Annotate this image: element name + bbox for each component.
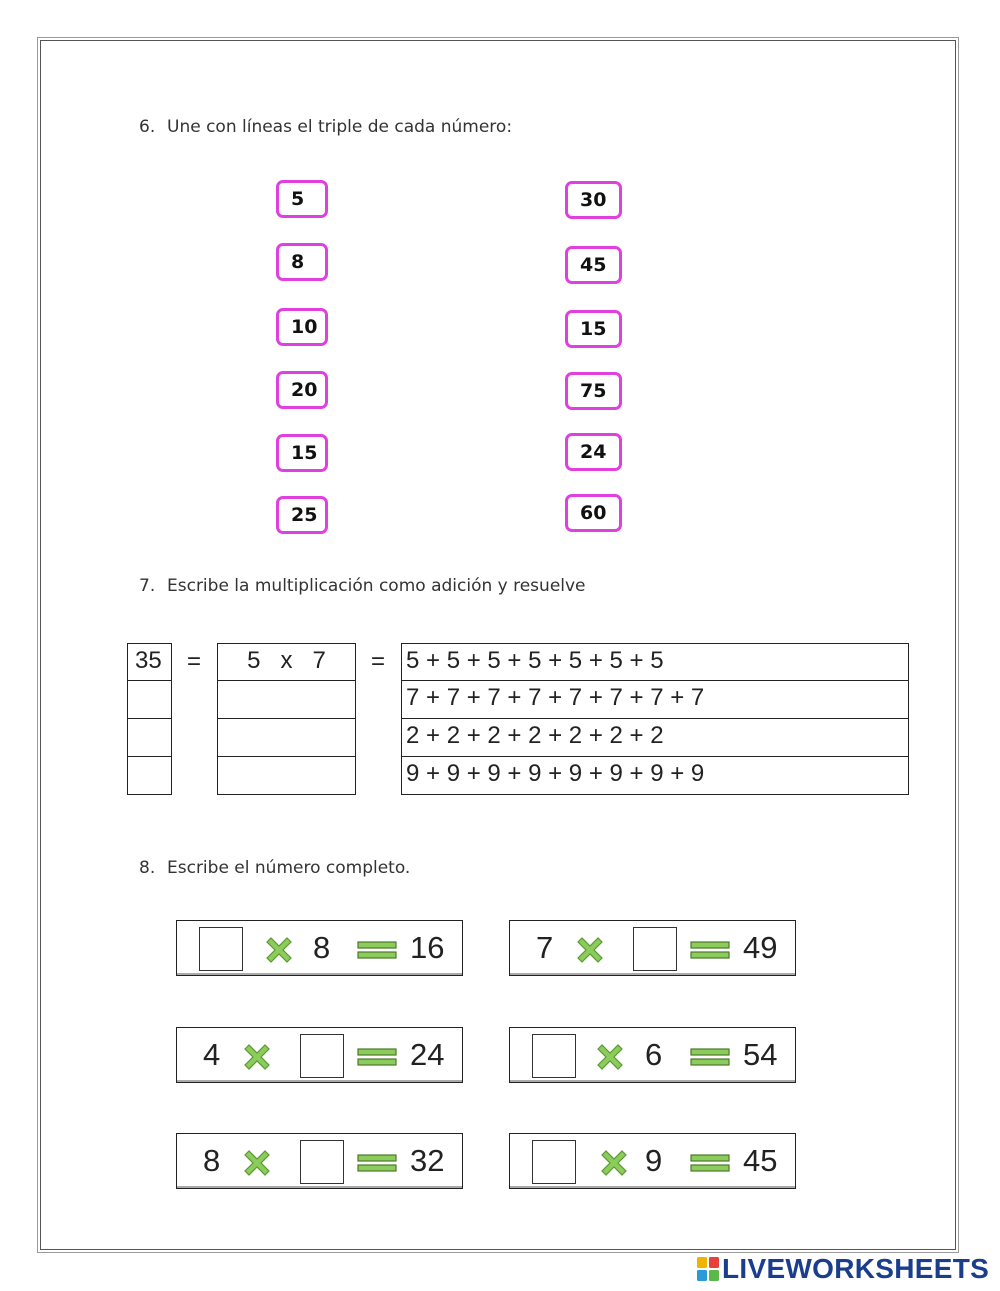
result-input[interactable] [127,718,172,757]
equals-sign: = [187,648,202,675]
product: 32 [410,1143,445,1178]
question-6-text: Une con líneas el triple de cada número: [167,117,513,137]
product: 16 [410,930,445,965]
green-x-icon [597,1044,623,1070]
question-8-title: 8. Escribe el número completo. [139,858,410,878]
right-number-box[interactable]: 45 [565,246,622,284]
equation-box: 9 45 [509,1133,796,1189]
left-number-box[interactable]: 10 [276,308,328,346]
result-cell: 35 [127,643,172,681]
left-number-box[interactable]: 25 [276,496,328,534]
left-number-box[interactable]: 5 [276,180,328,218]
green-equals-icon [690,1048,730,1066]
green-x-icon [266,937,292,963]
green-equals-icon [357,1048,397,1066]
product: 45 [743,1143,778,1178]
green-equals-icon [690,941,730,959]
result-input[interactable] [127,756,172,795]
addition-cell: 7 + 7 + 7 + 7 + 7 + 7 + 7 + 7 [401,680,909,719]
multiplication-input[interactable] [217,756,356,795]
equation-box: 7 49 [509,920,796,976]
right-number-box[interactable]: 24 [565,433,622,471]
left-number-box[interactable]: 20 [276,371,328,409]
logo-text: LIVEWORKSHEETS [722,1253,990,1284]
question-7-title: 7. Escribe la multiplicación como adición… [139,576,586,596]
green-x-icon [601,1150,627,1176]
left-number-box[interactable]: 15 [276,434,328,472]
equation-box: 8 16 [176,920,463,976]
answer-input[interactable] [300,1034,344,1078]
liveworksheets-logo: LIVEWORKSHEETS [697,1253,990,1284]
equation-box: 6 54 [509,1027,796,1083]
result-input[interactable] [127,680,172,719]
green-x-icon [244,1150,270,1176]
multiplication-input[interactable] [217,718,356,757]
addition-cell: 9 + 9 + 9 + 9 + 9 + 9 + 9 + 9 [401,756,909,795]
right-number-box[interactable]: 30 [565,181,622,219]
answer-input[interactable] [199,927,243,971]
right-number-box[interactable]: 15 [565,310,622,348]
green-equals-icon [357,1154,397,1172]
answer-input[interactable] [300,1140,344,1184]
multiplication-input[interactable] [217,680,356,719]
equals-sign: = [371,648,386,675]
question-7-number: 7. [139,576,156,596]
question-8-number: 8. [139,858,156,878]
right-number-box[interactable]: 75 [565,372,622,410]
equation-box: 8 32 [176,1133,463,1189]
right-number-box[interactable]: 60 [565,494,622,532]
green-equals-icon [357,941,397,959]
worksheet-frame [37,37,959,1253]
factor-b: 8 [313,930,331,965]
green-x-icon [244,1044,270,1070]
question-6-title: 6. Une con líneas el triple de cada númer… [139,117,512,137]
product: 49 [743,930,778,965]
question-7-text: Escribe la multiplicación como adición y… [167,576,586,596]
answer-input[interactable] [532,1140,576,1184]
factor-a: 8 [203,1143,221,1178]
factor-a: 4 [203,1037,221,1072]
factor-b: 6 [645,1037,663,1072]
equation-box: 4 24 [176,1027,463,1083]
product: 54 [743,1037,778,1072]
multiplication-cell: 5 x 7 [217,643,356,681]
factor-b: 9 [645,1143,663,1178]
green-equals-icon [690,1154,730,1172]
factor-a: 7 [536,930,554,965]
question-8-text: Escribe el número completo. [167,858,411,878]
left-number-box[interactable]: 8 [276,243,328,281]
liveworksheets-logo-icon [697,1257,719,1281]
question-6-number: 6. [139,117,156,137]
answer-input[interactable] [633,927,677,971]
addition-cell: 2 + 2 + 2 + 2 + 2 + 2 + 2 [401,718,909,757]
product: 24 [410,1037,445,1072]
answer-input[interactable] [532,1034,576,1078]
green-x-icon [577,937,603,963]
addition-cell: 5 + 5 + 5 + 5 + 5 + 5 + 5 [401,643,909,681]
